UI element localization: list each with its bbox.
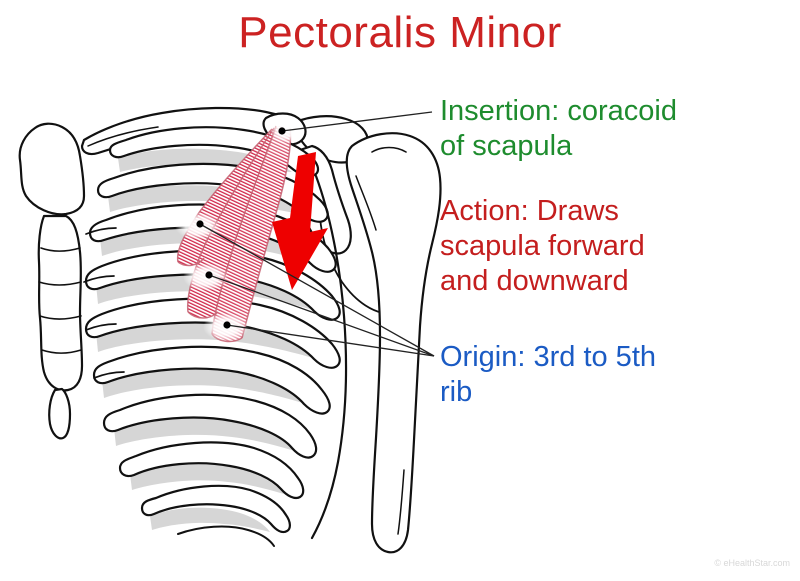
origin-label-line1: Origin: 3rd to 5th: [440, 341, 656, 373]
insertion-label-line2: of scapula: [440, 130, 573, 162]
action-label: Action: Draws scapula forward and downwa…: [440, 195, 645, 297]
humerus: [345, 132, 442, 554]
insertion-label: Insertion: coracoid of scapula: [440, 95, 677, 162]
credit-watermark: © eHealthStar.com: [714, 558, 790, 568]
sternum: [18, 122, 86, 440]
xiphoid-process: [48, 387, 72, 440]
page-title: Pectoralis Minor: [238, 8, 561, 57]
insertion-marker: [278, 127, 286, 135]
skeleton-bones: [18, 106, 442, 554]
leader-lines: [199, 111, 435, 357]
origin-label-line2: rib: [440, 376, 472, 408]
insertion-label-line1: Insertion: coracoid: [440, 95, 677, 127]
action-label-line3: and downward: [440, 265, 629, 297]
action-arrow: [272, 152, 328, 290]
origin-label: Origin: 3rd to 5th rib: [440, 341, 656, 408]
insertion-leader: [281, 111, 433, 132]
origin-marker-rib3: [196, 220, 204, 228]
origin-marker-rib4: [205, 271, 213, 279]
origin-marker-rib5: [223, 321, 231, 329]
action-label-line1: Action: Draws: [440, 195, 619, 227]
origin-leader-rib3: [199, 223, 435, 357]
action-label-line2: scapula forward: [440, 230, 645, 262]
rib-cage: [83, 126, 348, 547]
attachment-markers: [196, 127, 286, 329]
origin-leader-rib5: [226, 324, 435, 357]
origin-leader-rib4: [208, 274, 435, 357]
